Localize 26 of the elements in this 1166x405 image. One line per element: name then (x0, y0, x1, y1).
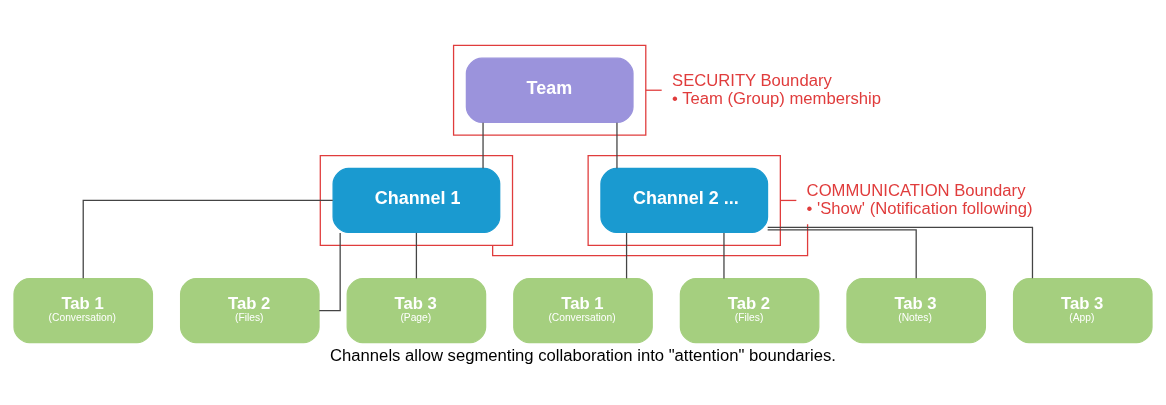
connector (767, 228, 917, 279)
node-box: Channel 1 (332, 167, 501, 233)
connector (723, 231, 725, 279)
node-box: Team (465, 57, 634, 123)
connector (625, 231, 628, 279)
node-text: SECURITY Boundary • Team (Group) membership (672, 70, 882, 108)
node-box: Tab 1 (Conversation) (513, 277, 653, 343)
connector (82, 199, 334, 279)
cluster (587, 154, 781, 246)
node-box: Tab 3 (Page) (346, 277, 487, 343)
node-box: Channel 2 ... (600, 167, 769, 233)
connector (318, 231, 341, 311)
node-box: Tab 3 (Notes) (846, 277, 987, 343)
node-box: Tab 2 (Files) (179, 277, 320, 343)
cluster (319, 154, 514, 246)
node-text: COMMUNICATION Boundary • 'Show' (Notification following) (806, 180, 1033, 218)
connector (616, 121, 618, 169)
node-box: Tab 1 (Conversation) (13, 277, 154, 343)
node-box: Tab 2 (Files) (679, 277, 820, 343)
connector (767, 226, 1034, 279)
cluster (452, 44, 647, 136)
connector (415, 231, 418, 279)
connector (482, 121, 484, 169)
caption: Channels allow segmenting collaboration into "attention" boundaries. (330, 345, 836, 365)
connector (492, 223, 809, 256)
node-box: Tab 3 (App) (1012, 277, 1153, 343)
